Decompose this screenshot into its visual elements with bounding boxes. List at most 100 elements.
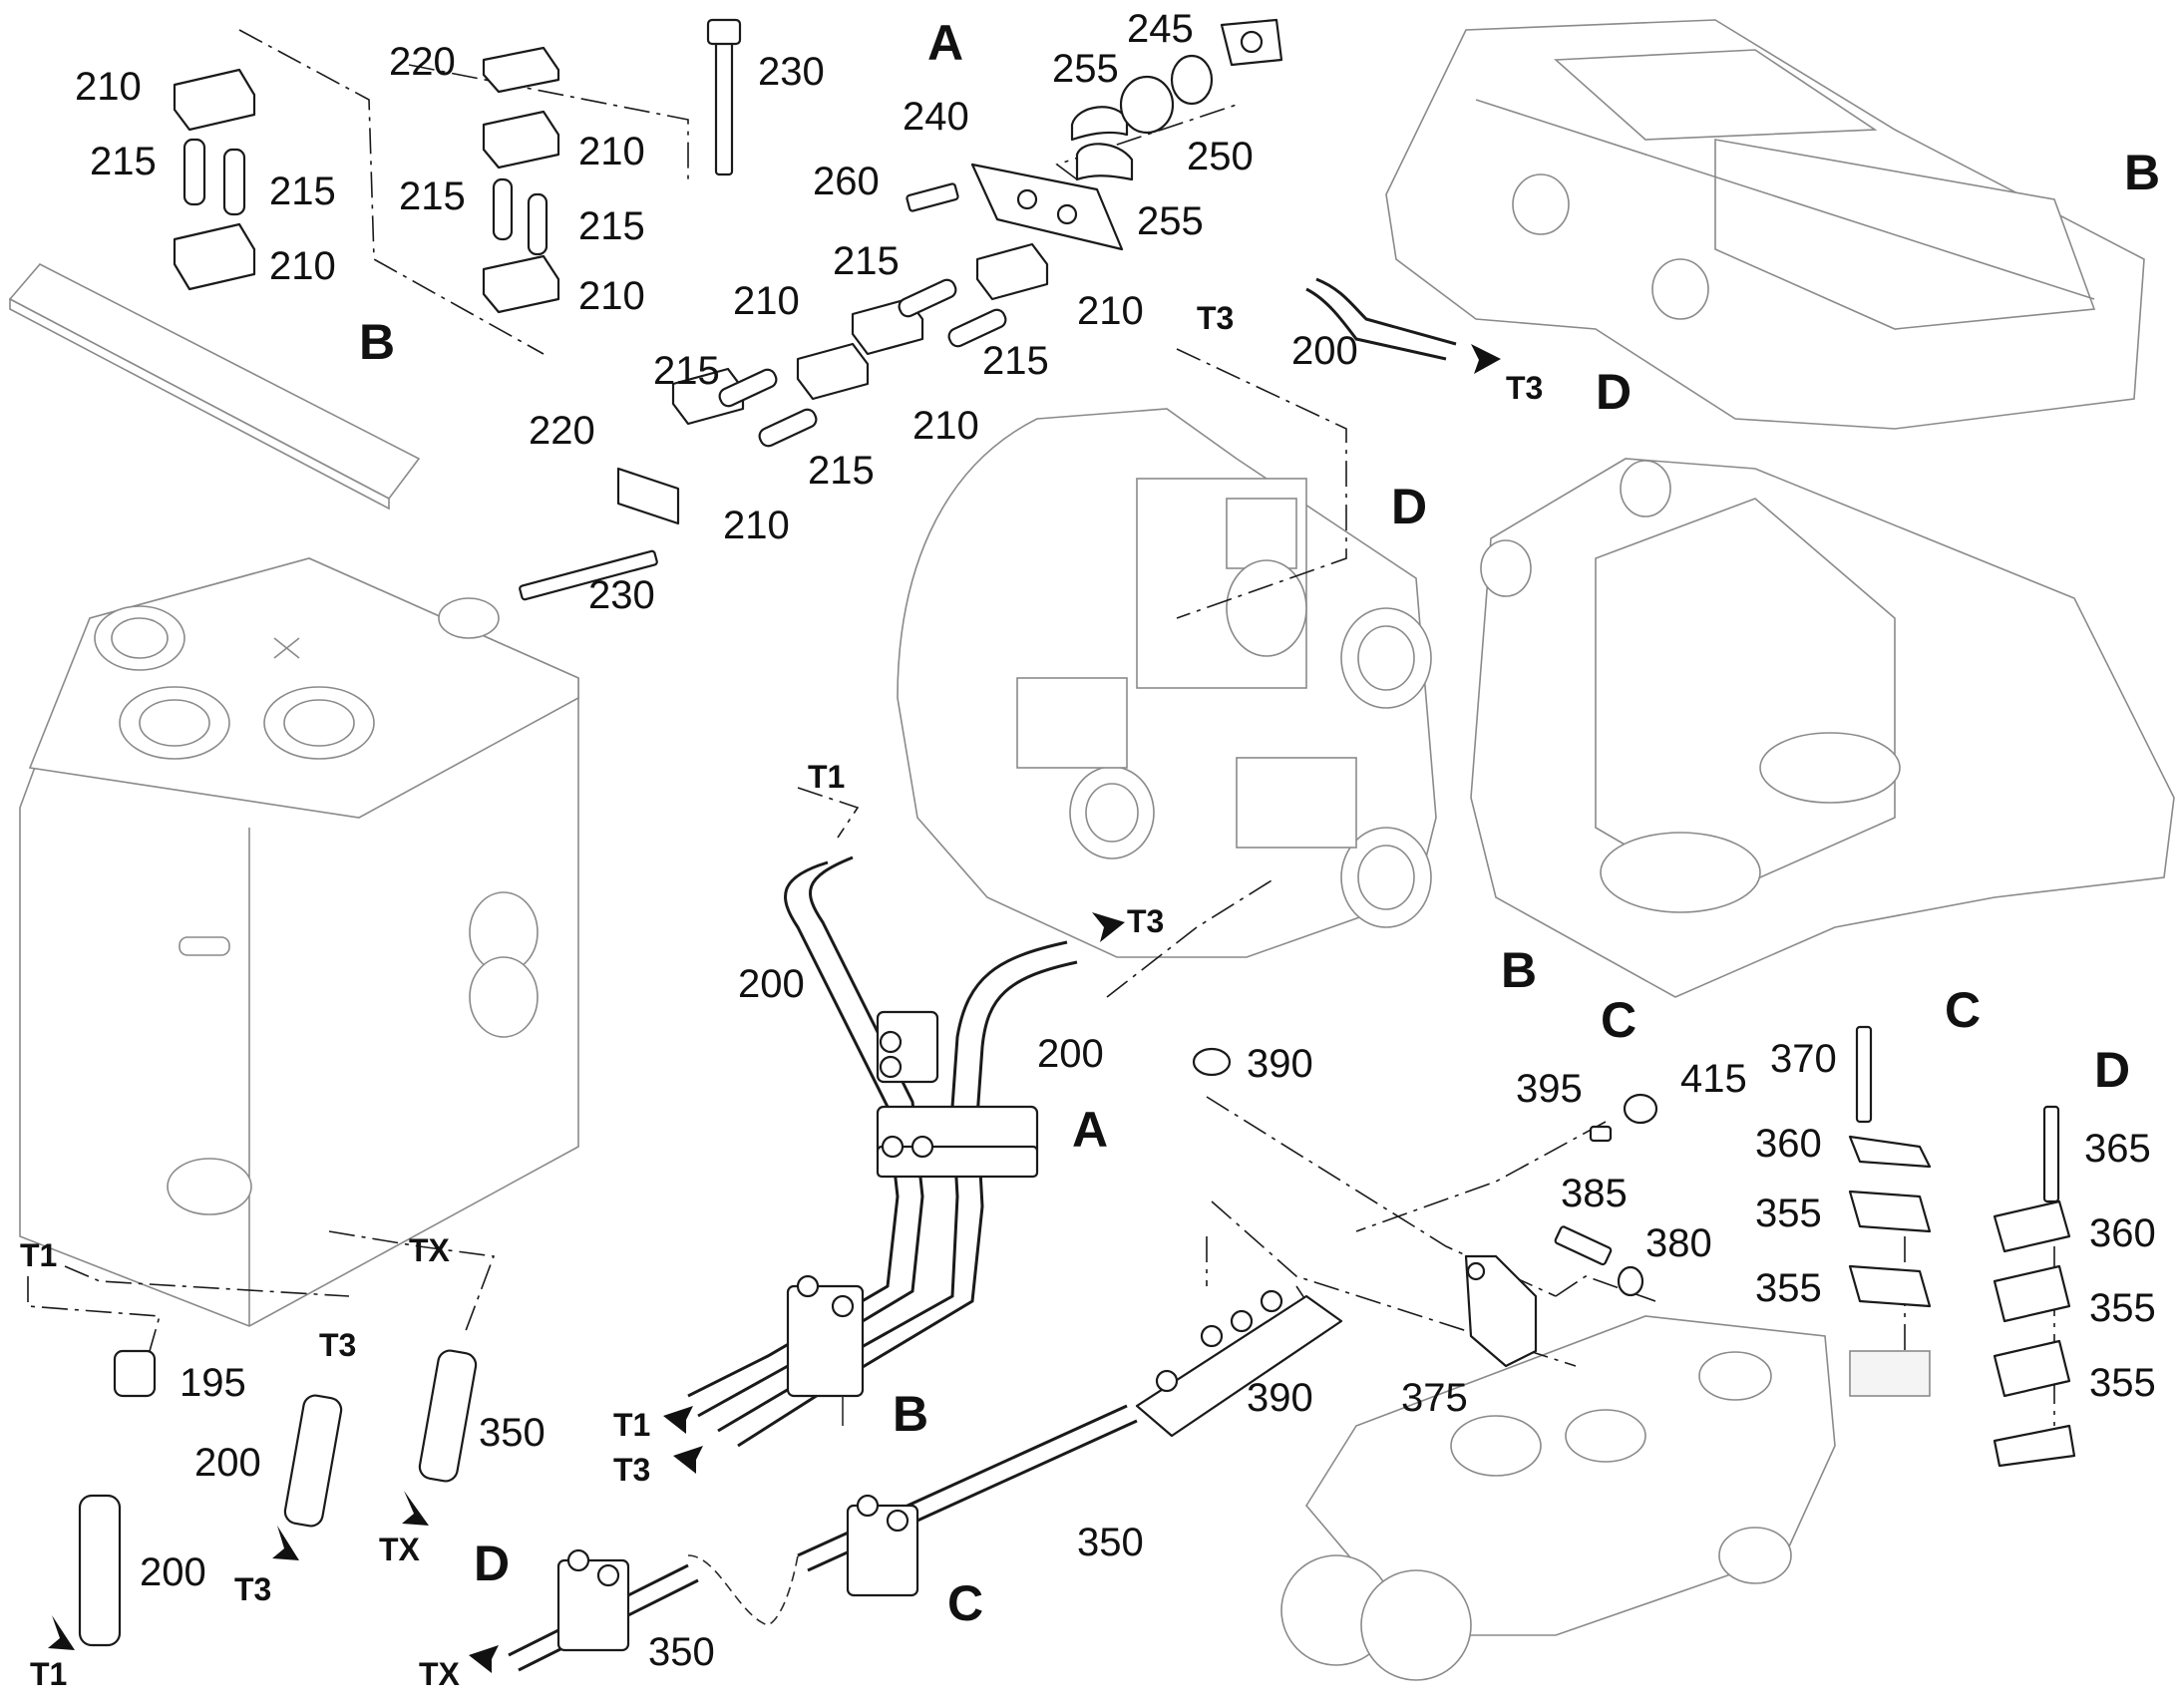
split-flange-255	[1070, 106, 1134, 181]
callout-255-b: 255	[1137, 199, 1204, 243]
callout-TX-bottom: TX	[419, 1656, 461, 1692]
callout-365: 365	[2084, 1127, 2151, 1171]
callout-355-a: 355	[1755, 1192, 1822, 1235]
hose-end-200-a	[78, 1494, 122, 1647]
hose-routing	[508, 277, 1457, 1672]
hose-end-350	[418, 1349, 478, 1483]
callout-T1-left: T1	[20, 1237, 57, 1273]
arrow-t3-left	[272, 1526, 299, 1560]
callout-230-a: 230	[758, 50, 825, 94]
callout-415: 415	[1680, 1057, 1747, 1101]
callout-380: 380	[1645, 1221, 1712, 1265]
arrow-t3-b	[673, 1446, 703, 1474]
callout-T3-mid: T3	[1127, 903, 1164, 939]
callout-390-b: 390	[1247, 1376, 1313, 1420]
callout-200-top: 200	[1291, 329, 1358, 373]
callout-215-h: 215	[808, 449, 875, 493]
callout-T1-mid: T1	[808, 759, 845, 795]
callout-210-d: 210	[578, 274, 645, 318]
callout-355-b: 355	[1755, 1266, 1822, 1310]
callout-200-left-b: 200	[140, 1550, 206, 1594]
callout-220-b: 220	[529, 409, 595, 453]
fitting-195	[113, 1349, 157, 1398]
clamp-half-210-a	[173, 68, 256, 291]
callout-215-f: 215	[653, 349, 720, 393]
callout-255-a: 255	[1052, 47, 1119, 91]
callout-395: 395	[1516, 1067, 1583, 1111]
callout-210-b: 210	[269, 244, 336, 288]
callout-200-left-a: 200	[194, 1441, 261, 1485]
callout-215-a: 215	[90, 140, 157, 183]
callout-260: 260	[813, 160, 880, 203]
callout-A-mid: A	[1072, 1102, 1108, 1158]
callout-T3-left: T3	[319, 1327, 356, 1363]
seal-245	[1119, 18, 1283, 135]
callout-250: 250	[1187, 135, 1254, 178]
callout-195: 195	[180, 1361, 246, 1405]
clamp-half-210-c	[671, 242, 1049, 448]
callout-B-clamp: B	[893, 1386, 928, 1442]
callout-210-h: 210	[723, 504, 790, 547]
callout-T3-left2: T3	[234, 1571, 271, 1607]
callout-210-a: 210	[75, 65, 142, 109]
arrow-tx-d	[469, 1645, 499, 1673]
bracket-375	[1464, 1254, 1538, 1368]
hose-end-200-b	[283, 1394, 343, 1528]
clamp-d-mounted	[556, 1548, 630, 1652]
callout-210-e: 210	[733, 279, 800, 323]
callout-A-top: A	[927, 15, 963, 71]
frame-assembly-upper	[1385, 19, 2145, 430]
callout-215-c: 215	[399, 174, 466, 218]
arrow-tx-left	[402, 1491, 429, 1526]
stack-c	[1848, 1025, 1932, 1397]
plate-220	[616, 467, 680, 525]
hydraulic-tank-assembly	[19, 557, 579, 1327]
callout-TX-left2: TX	[379, 1532, 421, 1567]
callout-T1-bottom: T1	[613, 1407, 650, 1443]
callout-C-bottom: C	[947, 1575, 983, 1631]
callout-230-b: 230	[588, 573, 655, 617]
callout-200-mid-a: 200	[738, 962, 805, 1006]
callout-C-right: C	[1945, 982, 1981, 1038]
callout-240: 240	[903, 95, 969, 139]
callout-210-g: 210	[912, 404, 979, 448]
callout-T3-top2: T3	[1506, 370, 1543, 406]
callout-T1-left2: T1	[30, 1656, 67, 1692]
frame-assembly-lower	[1470, 458, 2175, 998]
arrow-t3-top	[1471, 344, 1501, 374]
flange-plate-240	[970, 163, 1124, 251]
pump-assembly	[897, 408, 1437, 958]
callout-215-g: 215	[982, 339, 1049, 383]
callout-215-b: 215	[269, 170, 336, 213]
bolt-230	[519, 18, 742, 601]
callout-215-e: 215	[833, 239, 900, 283]
callout-C-frame: C	[1601, 992, 1636, 1048]
callout-D-bottom: D	[474, 1536, 510, 1591]
callout-350-b: 350	[1077, 1521, 1144, 1564]
valve-block-assembly	[1280, 1315, 1836, 1681]
mounting-plate	[8, 262, 421, 511]
o-ring-250	[1170, 54, 1214, 106]
clamp-a-mounted	[876, 1010, 1039, 1179]
callout-355-d: 355	[2089, 1361, 2156, 1405]
callout-D-right: D	[2094, 1042, 2130, 1098]
callout-245: 245	[1127, 7, 1194, 51]
callout-210-f: 210	[1077, 289, 1144, 333]
callout-360-a: 360	[1755, 1122, 1822, 1166]
flow-arrows	[48, 344, 1501, 1673]
arrow-t1-b	[663, 1406, 693, 1434]
arrow-t3-mid	[1092, 912, 1125, 942]
clamp-c-mounted	[846, 1494, 919, 1597]
callout-350-c: 350	[648, 1630, 715, 1674]
callout-B-topright: B	[2124, 145, 2160, 200]
clamp-b-mounted	[786, 1274, 865, 1426]
callout-375: 375	[1401, 1376, 1468, 1420]
callout-D-topright: D	[1596, 364, 1632, 420]
callout-355-c: 355	[2089, 1286, 2156, 1330]
callout-390-a: 390	[1247, 1042, 1313, 1086]
callout-210-c: 210	[578, 130, 645, 173]
hardware-390-415-395-385-380	[1192, 1047, 1658, 1297]
